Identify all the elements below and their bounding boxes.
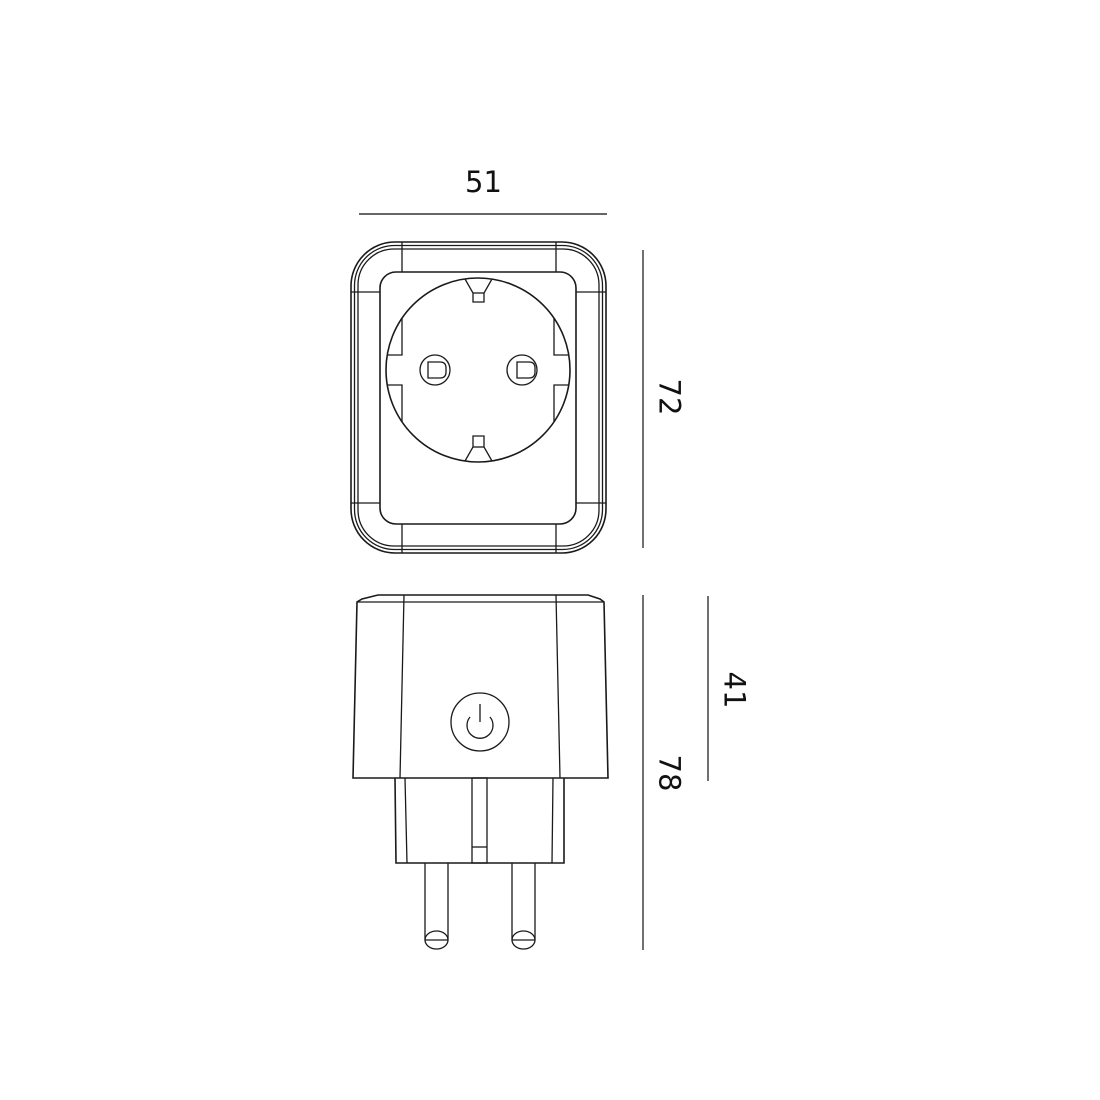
pin-hole-left: [419, 354, 451, 386]
width-dimension-label: 51: [465, 165, 502, 199]
housing-middle-edge: [353, 244, 604, 551]
socket-recess: [385, 277, 571, 463]
pin-hole-right: [506, 354, 538, 386]
power-button-ring[interactable]: [450, 692, 510, 752]
earth-clip-right: [553, 318, 569, 422]
earth-slot: [471, 777, 488, 864]
plug-base-edge-left: [404, 777, 408, 864]
housing-outer-edge: [350, 241, 607, 554]
plug-base-edge-right: [551, 777, 554, 864]
housing-inner-edge: [357, 248, 600, 547]
side-view: [352, 594, 609, 950]
key-notch-bottom: [464, 435, 493, 462]
pin-left: [424, 863, 449, 950]
pin-right: [511, 863, 536, 950]
main-body: [352, 594, 609, 779]
plug-base: [394, 777, 565, 864]
front-view: [350, 241, 607, 554]
body-divider-right: [555, 594, 561, 779]
power-button[interactable]: [450, 692, 510, 752]
earth-clip-left: [387, 318, 403, 422]
body-divider-left: [399, 594, 405, 779]
body-depth-dimension-label: 41: [717, 671, 752, 709]
power-icon: [466, 716, 494, 739]
key-notch-top: [464, 278, 493, 303]
front-height-dimension-label: 72: [652, 378, 687, 416]
total-depth-dimension-label: 78: [652, 754, 687, 792]
socket-face-panel: [379, 271, 577, 525]
